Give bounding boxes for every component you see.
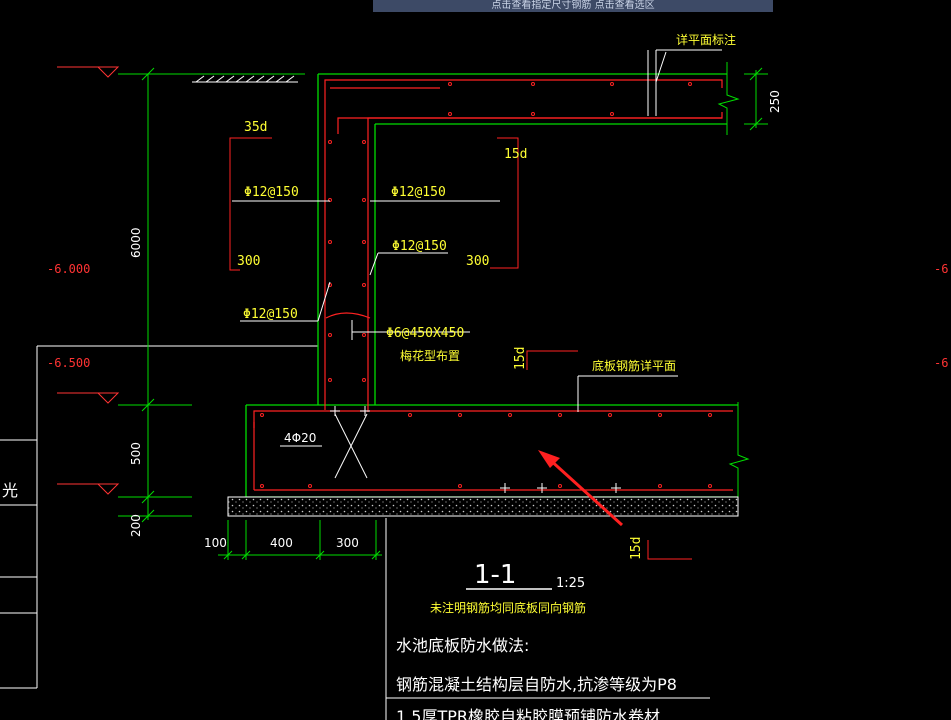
- label-len-300-right: 300: [466, 254, 489, 269]
- waterproofing-heading: 水池底板防水做法:: [396, 636, 529, 655]
- elevation-right-top: -6: [934, 262, 948, 276]
- elevation-marker: [57, 483, 120, 495]
- dim-300: 300: [336, 536, 359, 550]
- top-rebar-hook: [337, 117, 722, 134]
- label-inner-rebar-top: Φ12@150: [391, 185, 446, 200]
- label-inner-rebar-mid: Φ12@150: [392, 239, 447, 254]
- label-corner-bars: 4Φ20: [284, 431, 316, 445]
- label-anchor-15d-bottom: 15d: [629, 537, 644, 560]
- break-line: [717, 62, 740, 135]
- anchor-15d-bottom-bracket: [647, 540, 692, 560]
- window-title-banner: 点击查看指定尺寸钢筋 点击查看选区: [373, 0, 773, 12]
- label-anchor-15d-top: 15d: [504, 147, 527, 162]
- anchor-35d-bracket: [229, 137, 272, 271]
- label-outer-rebar: Φ12@150: [244, 185, 299, 200]
- section-scale: 1:25: [556, 576, 585, 591]
- elevation-marker: [57, 66, 120, 78]
- elevation-left-bottom: -6.500: [47, 356, 90, 370]
- blinding-layer: [227, 496, 739, 517]
- section-title: 1-1: [474, 560, 516, 590]
- label-anchor-15d-mid: 15d: [513, 347, 528, 370]
- break-line: [728, 402, 750, 500]
- outer-wall-rebar: [324, 79, 723, 410]
- dim-500: 500: [129, 442, 143, 465]
- label-tie-layout: 梅花型布置: [400, 348, 460, 363]
- dim-6000: 6000: [129, 227, 143, 258]
- waterproofing-line2: 1.5厚TPR橡胶自粘胶膜预铺防水卷材: [396, 707, 660, 720]
- label-bottom-slab-note: 底板钢筋详平面: [592, 358, 676, 373]
- dim-250: 250: [768, 90, 782, 113]
- dim-400: 400: [270, 536, 293, 550]
- elevation-left-top: -6.000: [47, 262, 90, 276]
- dim-200: 200: [129, 514, 143, 537]
- elevation-right-bottom: -6: [934, 356, 948, 370]
- slab-outline: [245, 405, 738, 498]
- label-detail-plan-note: 详平面标注: [676, 32, 736, 47]
- label-len-300-left: 300: [237, 254, 260, 269]
- elevation-marker: [57, 392, 120, 404]
- leader-inner-rebar-mid: [369, 252, 379, 276]
- anchor-15d-top-bracket: [490, 137, 519, 269]
- waterproofing-line1: 钢筋混凝土结构层自防水,抗渗等级为P8: [396, 675, 677, 694]
- pointer-arrow: [538, 450, 624, 527]
- label-anchor-35d: 35d: [244, 120, 267, 135]
- label-tie-bars: Φ6@450X450: [386, 326, 464, 341]
- tie-bar: [325, 312, 371, 319]
- ground-hatch: [192, 75, 298, 83]
- section-note: 未注明钢筋均同底板同向钢筋: [430, 600, 586, 615]
- dim-100: 100: [204, 536, 227, 550]
- label-outer-rebar-low: Φ12@150: [243, 307, 298, 322]
- cross-bar: [334, 413, 368, 479]
- side-table-cell: 光: [2, 481, 18, 500]
- anchor-15d-mid-bracket: [526, 350, 578, 370]
